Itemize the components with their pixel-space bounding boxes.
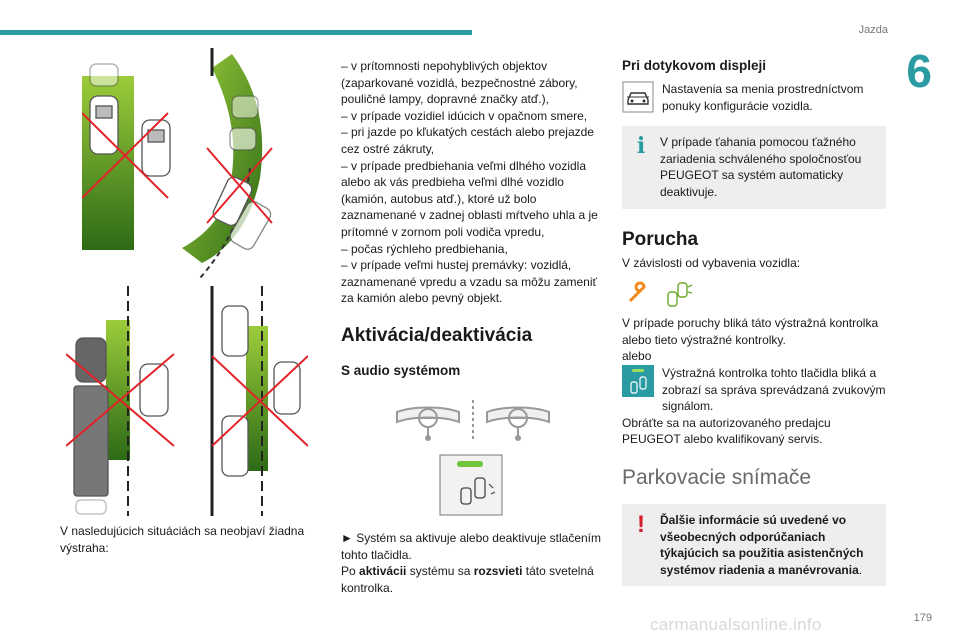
activation-instruction: ► Systém sa aktivuje alebo deaktivuje st… [341,530,601,562]
figure-caption: V nasledujúcich situáciách sa neobjaví ž… [60,524,305,555]
section-title-fault: Porucha [622,228,699,250]
chapter-number: 6 [906,45,932,97]
touch-display-row: Nastavenia sa menia prostredníctvom ponu… [622,81,886,114]
activation-light-note: Po aktivácii systému sa rozsvieti táto s… [341,564,594,595]
info-box-towing: i V prípade ťahania pomocou ťažného zari… [622,126,886,209]
fault-text-1: V prípade poruchy bliká táto výstražná k… [622,316,879,347]
middle-column: – v prítomnosti nepohyblivých objektov (… [341,58,603,596]
blind-spot-button-icon [439,454,503,516]
section-title-parking-sensors: Parkovacie snímače [622,465,812,489]
fault-or: alebo [622,349,652,364]
fault-text-2: Výstražná kontrolka tohto tlačidla bliká… [662,365,886,414]
section-title-activation: Aktivácia/deaktivácia [341,324,533,346]
blind-spot-warning-icon [622,364,654,397]
touch-display-text: Nastavenia sa menia prostredníctvom ponu… [662,82,864,113]
list-item: – pri jazde po kľukatých cestách alebo p… [341,125,594,156]
subtitle-audio-system: S audio systémom [341,362,461,378]
section-header: Jazda [858,24,888,36]
car-settings-icon [622,81,654,113]
list-item: – v prípade veľmi hustej premávky: vozid… [341,258,597,306]
list-item: – počas rýchleho predbiehania, [341,241,508,256]
warning-lights-icons [628,281,693,307]
warning-box-parking: ! Ďalšie informácie sú uvedené vo všeobe… [622,503,886,587]
header-accent-bar [0,30,472,35]
fault-text-3: Obráťte sa na autorizovaného predajcu PE… [622,415,831,447]
steering-wheel-icons [396,399,550,441]
warning-box-text: Ďalšie informácie sú uvedené vo všeobecn… [660,512,864,577]
fault-row-2: Výstražná kontrolka tohto tlačidla bliká… [622,364,886,415]
figure-curve-scenario [82,48,273,279]
info-icon: i [636,133,646,160]
list-item: – v prípade vozidiel idúcich v opačnom s… [341,108,588,123]
list-item: – v prípade predbiehania veľmi dlhého vo… [341,158,598,239]
page-number: 179 [913,612,932,624]
fault-intro: V závislosti od vybavenia vozidla: [622,255,801,270]
info-box-text: V prípade ťahania pomocou ťažného zariad… [660,135,862,199]
figure-long-vehicle-scenario [66,286,308,516]
list-item: – v prítomnosti nepohyblivých objektov (… [341,59,578,107]
warning-icon: ! [637,510,645,538]
subtitle-touch-display: Pri dotykovom displeji [622,58,767,73]
watermark: carmanualsonline.info [650,615,822,634]
right-column: Pri dotykovom displeji Nastavenia sa men… [622,58,886,587]
